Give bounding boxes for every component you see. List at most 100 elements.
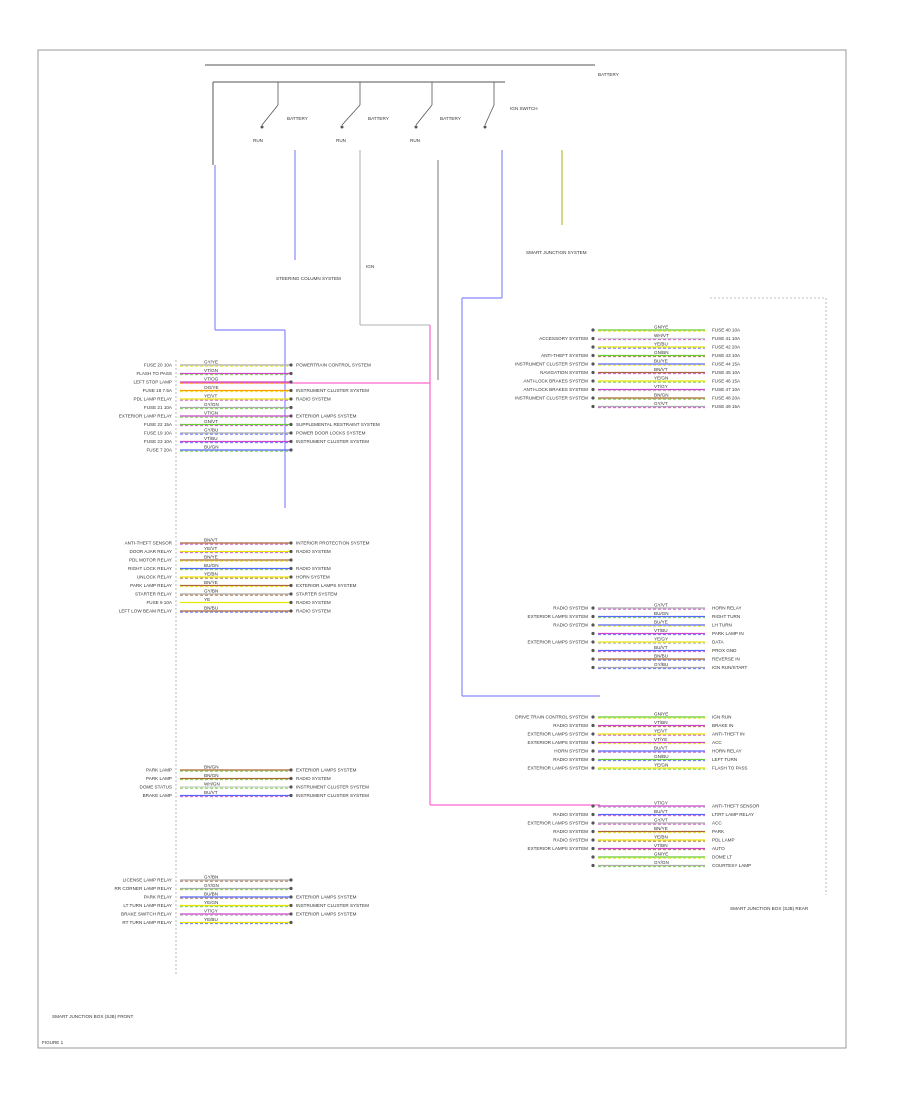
pin-label: LICENSE LAMP RELAY [123,878,172,883]
pin-label: BRAKE IN [712,723,733,728]
relay-1: BATTERY RUN [253,82,308,143]
wire-color-label: VT/YE [654,737,667,742]
feed-steering-label: STEERING COLUMN SYSTEM [276,276,341,281]
pin-label: BRAKE LAMP [143,793,172,798]
pin-label: PARK [712,829,725,834]
dest-label: RADIO SYSTEM [296,776,331,781]
relay-3: BATTERY RUN [410,82,461,143]
right-module-caption: SMART JUNCTION BOX (SJB) REAR [730,906,809,911]
dest-label: ANTI-LOCK BRAKES SYSTEM [523,387,588,392]
connector-pin [289,448,293,452]
connector-pin [591,404,595,409]
wire-color-label: YE/GY [654,637,668,642]
connector-pin [289,575,293,579]
wire-color-label: VT/BN [654,720,668,725]
wire-color-label: GN/YE [654,712,668,717]
pin-label: FLASH TO PASS [137,371,173,376]
dest-label: RADIO SYSTEM [553,812,588,817]
pin-label: FUSE 21 10A [144,405,173,410]
connector-pin [591,766,595,770]
connector-pin [289,371,293,376]
power-label: BATTERY [598,72,619,77]
dest-label: RADIO SYSTEM [553,723,588,728]
wire-color-label: BU/VT [654,809,668,814]
pin-label: FUSE 49 15A [712,404,741,409]
pin-label: FUSE 18 7.5A [143,388,173,393]
wire-color-label: WH/GN [204,782,220,787]
connector-pin [289,549,293,554]
dest-label: RADIO SYSTEM [296,600,331,605]
dest-label: RADIO SYSTEM [553,623,588,628]
svg-text:RUN: RUN [336,138,346,143]
connector-pin [289,405,293,410]
pin-label: FUSE 22 15A [144,422,173,427]
pin-label: ANTI-THEFT IN [712,732,745,737]
pin-label: PARK LAMP IN [712,631,744,636]
connector-pin [289,895,293,899]
wire-color-label: BN/VT [654,367,668,372]
connector-pin [289,903,293,908]
dest-label: ANTI-THEFT SYSTEM [541,353,588,358]
connector-pin [591,838,595,842]
dest-label: RADIO SYSTEM [553,757,588,762]
wire-color-label: GY/BU [204,428,218,433]
connector-pin [591,379,595,383]
pin-label: BRAKE SWITCH RELAY [121,912,172,917]
wire-color-label: BN/GN [204,765,219,770]
pin-label: HORN RELAY [712,749,742,754]
pin-label: PARK LAMP RELAY [130,583,172,588]
pin-label: ANTI-THEFT SENSOR [712,804,760,809]
svg-text:RUN: RUN [410,138,420,143]
wire-color-label: BU/VT [204,790,218,795]
wire-color-label: VT/BU [654,628,668,633]
connector-pin [289,785,293,789]
dest-label: NAVIGATION SYSTEM [540,370,588,375]
connector-pin [591,665,595,670]
connector-pin [289,878,293,882]
svg-text:RUN: RUN [253,138,263,143]
pin-row: PARK LAMP IN VT/BU [591,628,744,636]
connector-pin [591,328,595,332]
pin-label: PDL MOTOR RELAY [129,558,172,563]
wire-color-label: GY/BU [654,662,668,667]
pin-label: FLASH TO PASS [712,766,748,771]
connector-pin [289,920,293,925]
page-number: FIGURE 1 [42,1040,64,1045]
connector-pin [591,648,595,653]
svg-text:IGN SWITCH: IGN SWITCH [510,106,538,111]
dest-label: EXTERIOR LAMPS SYSTEM [528,821,589,826]
wire-color-label: GN/BN [654,350,669,355]
wire-color-label: BU/YE [654,359,668,364]
connector-pin [591,812,595,817]
pin-label: LEFT TURN [712,757,737,762]
connector-pin [591,345,595,349]
pin-label: RT TURN LAMP RELAY [122,920,172,925]
pin-label: FUSE 9 10A [146,600,172,605]
dest-label: EXTERIOR LAMPS SYSTEM [528,766,589,771]
dest-label: ACCESSORY SYSTEM [539,336,588,341]
pin-label: DOME STATUS [140,785,173,790]
wire-color-label: VT/OG [204,377,219,382]
wire-color-label: VT/GN [204,411,218,416]
wire-color-label: BN/YE [654,826,668,831]
connector-pin [591,846,595,851]
pin-label: HORN RELAY [712,606,742,611]
wire-color-label: OG/YE [204,385,219,390]
